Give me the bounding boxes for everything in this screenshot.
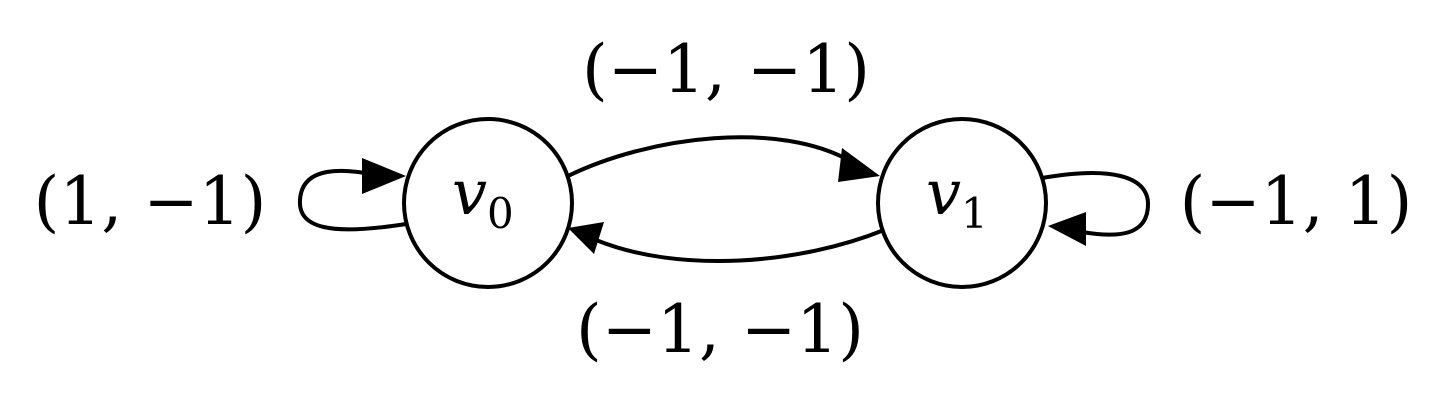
node-v1-label-base: v (926, 156, 961, 229)
edge-v1-to-v0-label: (−1, −1) (576, 291, 864, 368)
edge-v0-self-loop-arrowhead (362, 158, 406, 194)
node-v1-label-subscript: 1 (961, 189, 988, 238)
edge-v1-self-loop (1041, 171, 1151, 237)
node-v0-label-subscript: 0 (487, 189, 514, 238)
edge-v1-self-loop-label: (−1, 1) (1180, 163, 1413, 240)
edge-v0-to-v1 (567, 135, 854, 178)
edge-v0-to-v1-arrowhead (838, 148, 880, 182)
edge-v0-self-loop-label: (1, −1) (34, 163, 267, 240)
edge-v0-to-v1-label: (−1, −1) (582, 31, 870, 108)
edge-v1-self-loop-arrowhead (1048, 212, 1086, 246)
node-v1-circle (876, 117, 1048, 289)
node-v0-label: v0 (452, 156, 514, 238)
edge-v1-to-v0-arrowhead (568, 222, 604, 254)
node-v0: v0 (402, 117, 574, 289)
edge-v0-self-loop (297, 168, 407, 232)
edge-v1-to-v0 (595, 228, 885, 264)
node-v0-circle (402, 117, 574, 289)
node-v1-label: v1 (926, 156, 988, 238)
node-v0-label-base: v (452, 156, 487, 229)
node-v1: v1 (876, 117, 1048, 289)
